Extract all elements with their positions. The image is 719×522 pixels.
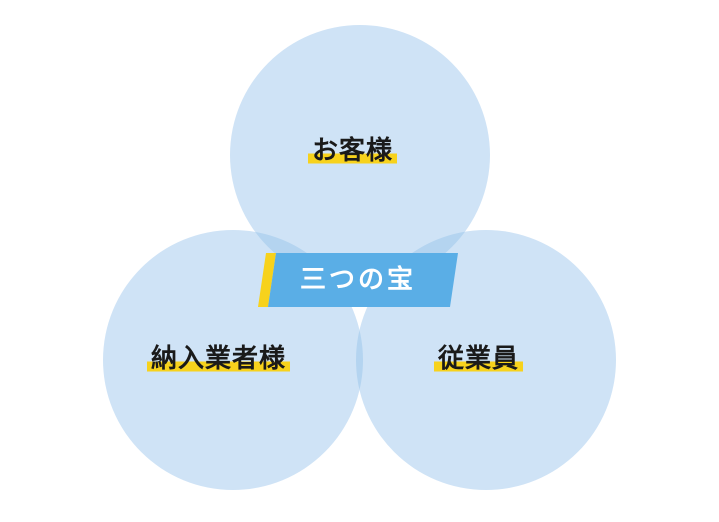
label-right-circle: 従業員 — [434, 344, 524, 374]
center-label: 三つの宝 — [299, 265, 416, 295]
label-left-circle: 納入業者様 — [147, 344, 291, 374]
label-top-circle: お客様 — [308, 136, 398, 166]
center-badge-shape — [258, 253, 458, 307]
badge-accent-stripe — [258, 253, 276, 307]
badge-background — [268, 253, 458, 307]
center-badge: 三つの宝 — [258, 253, 458, 307]
